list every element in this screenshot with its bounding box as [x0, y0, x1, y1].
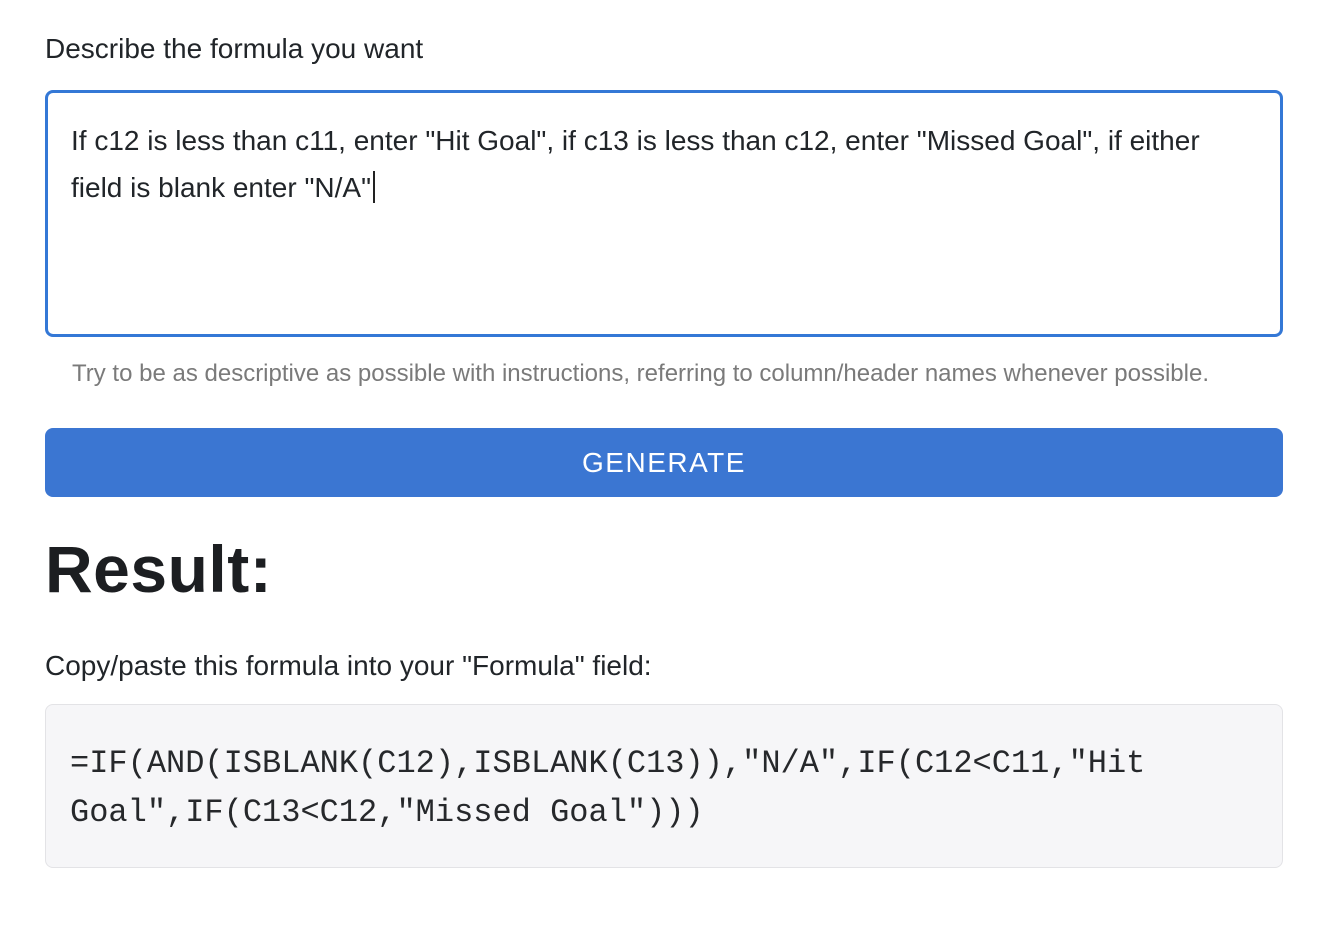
- generated-formula-output[interactable]: =IF(AND(ISBLANK(C12),ISBLANK(C13)),"N/A"…: [45, 704, 1283, 868]
- formula-description-text: If c12 is less than c11, enter "Hit Goal…: [71, 125, 1208, 203]
- formula-generator-page: Describe the formula you want If c12 is …: [45, 33, 1283, 868]
- copy-paste-instruction: Copy/paste this formula into your "Formu…: [45, 650, 652, 681]
- text-caret: [373, 171, 376, 203]
- result-heading: Result:: [45, 532, 273, 606]
- description-field-label: Describe the formula you want: [45, 33, 424, 64]
- description-helper-text: Try to be as descriptive as possible wit…: [72, 360, 1209, 387]
- generate-button[interactable]: GENERATE: [45, 428, 1283, 497]
- formula-description-input[interactable]: If c12 is less than c11, enter "Hit Goal…: [45, 90, 1283, 337]
